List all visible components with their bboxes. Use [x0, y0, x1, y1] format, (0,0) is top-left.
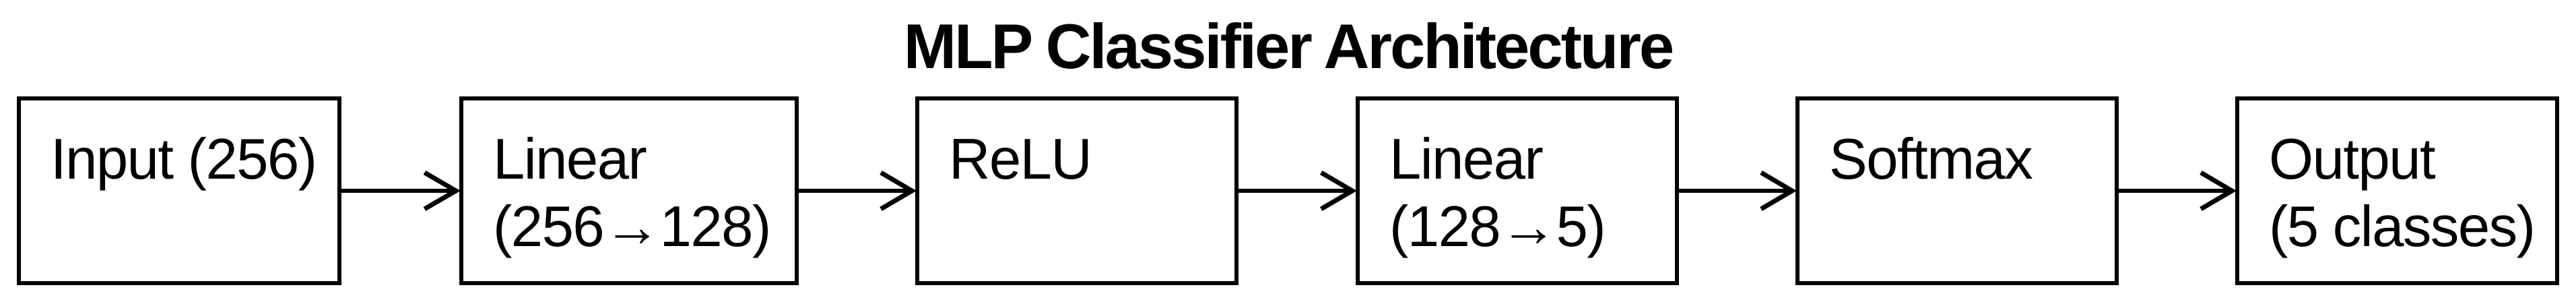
- node-label-line: (5 classes): [2269, 195, 2536, 259]
- node-label-line: (256→128): [493, 195, 771, 259]
- node-linear-256-128: Linear (256→128): [459, 96, 799, 285]
- node-softmax: Softmax: [1795, 96, 2119, 285]
- node-linear-128-5: Linear (128→5): [1356, 96, 1679, 285]
- node-label-line: Output: [2269, 127, 2436, 191]
- node-relu: ReLU: [915, 96, 1239, 285]
- node-label-line: ReLU: [949, 127, 1092, 191]
- node-label-line: Input (256): [51, 127, 317, 191]
- node-label-line: (128→5): [1389, 195, 1606, 259]
- flow-row: Input (256) Linear (256→128) ReLU Linear…: [0, 96, 2576, 285]
- node-input: Input (256): [17, 96, 341, 285]
- node-label-line: Linear: [493, 127, 647, 191]
- flow-arrow-icon: [2119, 170, 2235, 212]
- diagram-title: MLP Classifier Architecture: [903, 11, 1674, 82]
- node-label-line: Softmax: [1829, 127, 2033, 191]
- flow-arrow-icon: [1239, 170, 1356, 212]
- node-label-line: Linear: [1389, 127, 1544, 191]
- node-output: Output (5 classes): [2235, 96, 2559, 285]
- flow-arrow-icon: [799, 170, 915, 212]
- flow-arrow-icon: [1679, 170, 1795, 212]
- flow-arrow-icon: [341, 170, 459, 212]
